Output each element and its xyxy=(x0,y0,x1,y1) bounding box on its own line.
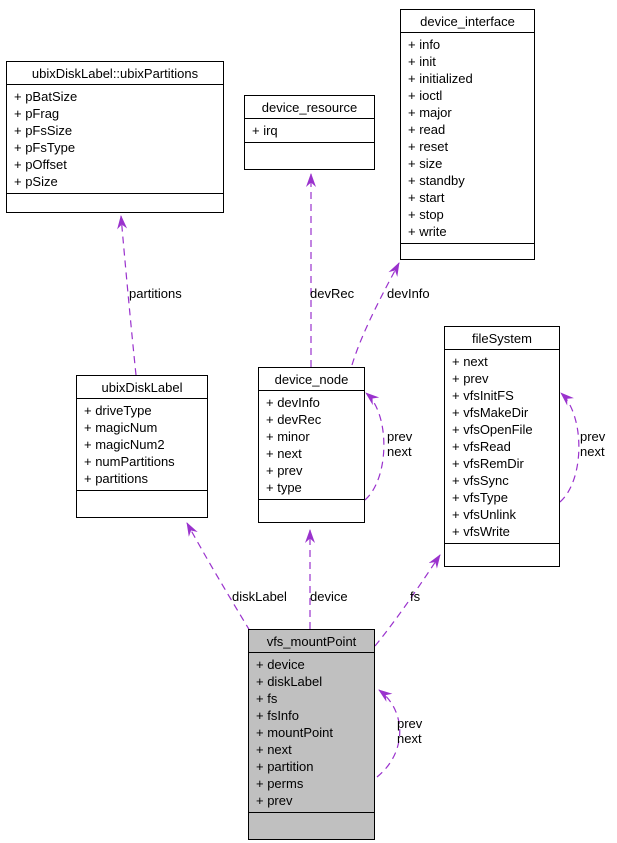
class-vfs-mountpoint: vfs_mountPoint + device+ diskLabel+ fs+ … xyxy=(248,629,375,840)
class-ubixdisklabel: ubixDiskLabel + driveType + magicNum + mag… xyxy=(76,375,208,518)
edge-label-devinfo: devInfo xyxy=(387,286,430,301)
edge-label-device-node-loop: prev next xyxy=(387,429,412,459)
field-row: + info xyxy=(408,37,441,52)
field-row: + vfsMakeDir xyxy=(452,405,529,420)
edge-label-device-node-loop-line1: prev xyxy=(387,429,413,444)
field-row: + vfsSync xyxy=(452,473,509,488)
field-row: + reset xyxy=(408,139,449,154)
field-row: + vfsType xyxy=(452,490,508,505)
field-row: + pFsSize xyxy=(14,123,73,138)
edge-disklabel xyxy=(186,522,251,632)
edge-label-filesystem-loop: prev next xyxy=(580,429,605,459)
class-ubixdisklabel-fields: + driveType + magicNum + magicNum2 + numPar… xyxy=(77,399,207,491)
field-row: + device xyxy=(256,657,305,672)
edge-label-filesystem-loop-line1: prev xyxy=(580,429,606,444)
class-ubixdisklabel-title: ubixDiskLabel xyxy=(77,376,207,399)
field-row: + vfsUnlink xyxy=(452,507,516,522)
field-row: + irq xyxy=(252,123,278,138)
class-device-interface-methods-empty xyxy=(401,244,534,262)
class-filesystem-fields: + next + prev + vfsInitFS + vfsMakeDir + vfs… xyxy=(445,350,559,544)
field-row: + prev xyxy=(266,463,303,478)
field-row: + pSize xyxy=(14,174,58,189)
edge-label-partitions: partitions xyxy=(129,286,182,301)
field-row: + ioctl xyxy=(408,88,443,103)
field-row: + standby xyxy=(408,173,465,188)
field-row: + initialized xyxy=(408,71,473,86)
field-row: + perms xyxy=(256,776,304,791)
edge-label-filesystem-loop-line2: next xyxy=(580,444,605,459)
field-row: + pBatSize xyxy=(14,89,78,104)
class-device-node-methods-empty xyxy=(259,500,364,522)
field-row: + pFrag xyxy=(14,106,60,121)
field-row: + vfsRemDir xyxy=(452,456,524,471)
field-row: + magicNum xyxy=(84,420,158,435)
field-row: + type xyxy=(266,480,302,495)
class-device-resource-methods-empty xyxy=(245,143,374,169)
field-row: + major xyxy=(408,105,452,120)
class-device-resource-fields: + irq xyxy=(245,119,374,143)
field-row: + start xyxy=(408,190,445,205)
field-row: + next xyxy=(452,354,488,369)
class-ubixdisklabel-methods-empty xyxy=(77,491,207,517)
field-row: + prev xyxy=(256,793,293,808)
class-ubixpartitions: ubixDiskLabel::ubixPartitions + pBatSize… xyxy=(6,61,224,213)
class-filesystem-methods-empty xyxy=(445,544,559,566)
class-device-resource-title: device_resource xyxy=(245,96,374,119)
class-vfs-mountpoint-title: vfs_mountPoint xyxy=(249,630,374,653)
class-vfs-mountpoint-fields: + device + diskLabel + fs + fsInfo + mountPo… xyxy=(249,653,374,813)
edge-label-disklabel: diskLabel xyxy=(232,589,287,604)
field-row: + init xyxy=(408,54,436,69)
field-row: + fsInfo xyxy=(256,708,299,723)
class-device-node: device_node + devInfo + devRec + minor + ne… xyxy=(258,367,365,523)
field-row: + partition xyxy=(256,759,314,774)
field-row: + vfsRead xyxy=(452,439,511,454)
edge-label-devrec: devRec xyxy=(310,286,355,301)
field-row: + prev xyxy=(452,371,489,386)
field-row: + size xyxy=(408,156,443,171)
class-filesystem-title: fileSystem xyxy=(445,327,559,350)
class-ubixpartitions-methods-empty xyxy=(7,194,223,212)
class-device-node-title: device_node xyxy=(259,368,364,391)
edge-label-vfs-loop: prev next xyxy=(397,716,422,746)
class-filesystem: fileSystem + next + prev + vfsInitFS + vfsM… xyxy=(444,326,560,567)
field-row: + pOffset xyxy=(14,157,67,172)
field-row: + partitions xyxy=(84,471,148,486)
class-ubixpartitions-title: ubixDiskLabel::ubixPartitions xyxy=(7,62,223,85)
field-row: + driveType xyxy=(84,403,152,418)
edge-devinfo xyxy=(351,262,400,366)
edge-label-device: device xyxy=(310,589,348,604)
field-row: + write xyxy=(408,224,447,239)
edge-filesystem-self-loop xyxy=(559,392,580,503)
class-device-resource: device_resource + irq xyxy=(244,95,375,170)
class-ubixpartitions-fields: + pBatSize + pFrag + pFsSize + pFsType + pOf… xyxy=(7,85,223,194)
field-row: + devInfo xyxy=(266,395,320,410)
class-vfs-mountpoint-methods-empty xyxy=(249,813,374,839)
field-row: + next xyxy=(256,742,292,757)
edge-label-fs: fs xyxy=(410,589,421,604)
field-row: + vfsOpenFile xyxy=(452,422,533,437)
field-row: + pFsType xyxy=(14,140,76,155)
class-device-interface-fields: + info + init + initialized + ioctl + major +… xyxy=(401,33,534,244)
field-row: + minor xyxy=(266,429,310,444)
field-row: + diskLabel xyxy=(256,674,323,689)
field-row: + mountPoint xyxy=(256,725,333,740)
edge-device-node-self-loop xyxy=(364,392,385,501)
field-row: + vfsInitFS xyxy=(452,388,514,403)
field-row: + numPartitions xyxy=(84,454,175,469)
class-device-interface: device_interface + info + init + initializ… xyxy=(400,9,535,260)
edge-label-vfs-loop-line1: prev xyxy=(397,716,423,731)
field-row: + vfsWrite xyxy=(452,524,510,539)
field-row: + stop xyxy=(408,207,444,222)
edge-label-device-node-loop-line2: next xyxy=(387,444,412,459)
field-row: + read xyxy=(408,122,446,137)
class-device-interface-title: device_interface xyxy=(401,10,534,33)
field-row: + next xyxy=(266,446,302,461)
class-device-node-fields: + devInfo + devRec + minor + next + prev + ty… xyxy=(259,391,364,500)
edge-label-vfs-loop-line2: next xyxy=(397,731,422,746)
field-row: + devRec xyxy=(266,412,322,427)
field-row: + fs xyxy=(256,691,278,706)
field-row: + magicNum2 xyxy=(84,437,165,452)
edge-fs xyxy=(374,554,441,647)
